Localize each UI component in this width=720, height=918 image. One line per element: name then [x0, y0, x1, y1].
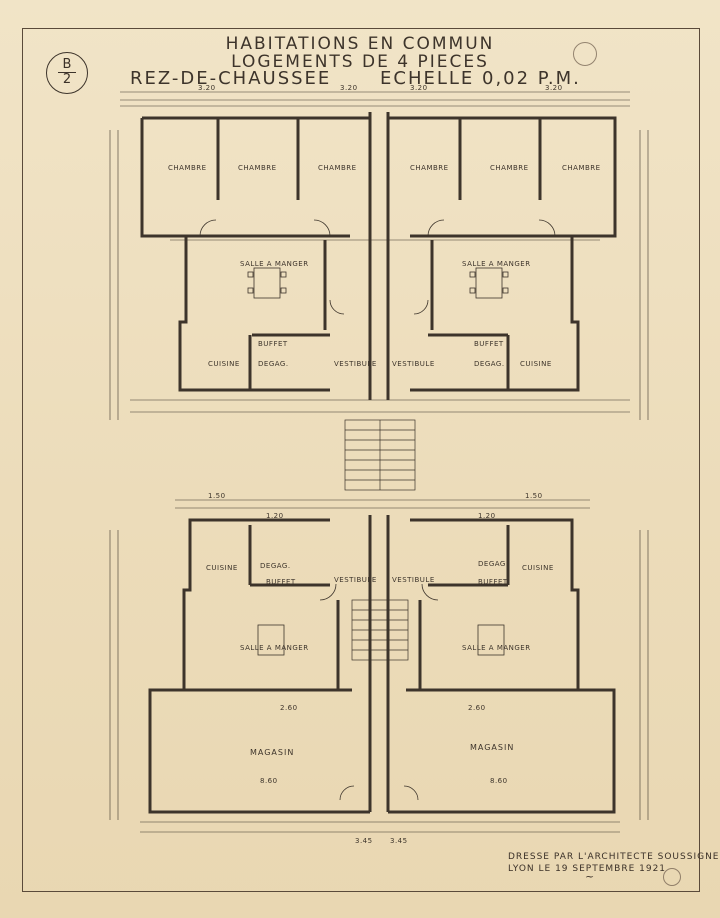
- room-label: CUISINE: [206, 564, 238, 572]
- dimension-text: 1.50: [525, 492, 543, 500]
- room-label: SALLE A MANGER: [240, 260, 309, 268]
- room-labels-upper: CHAMBRE CHAMBRE CHAMBRE CHAMBRE CHAMBRE …: [168, 164, 601, 368]
- room-label: DEGAG.: [474, 360, 505, 368]
- dimension-text: 8.60: [490, 777, 508, 785]
- room-label: MAGASIN: [470, 743, 514, 752]
- lower-stair: [351, 599, 409, 661]
- architect-signature: ~: [585, 870, 595, 883]
- door-arcs-lower: [319, 583, 439, 801]
- dimension-text: 2.60: [280, 704, 298, 712]
- dining-tables-upper: [247, 267, 509, 299]
- room-label: CHAMBRE: [168, 164, 207, 172]
- dimension-figures: 3.20 3.20 3.20 3.20 1.50 1.50 8.60 8.60 …: [198, 84, 563, 845]
- room-label: CHAMBRE: [410, 164, 449, 172]
- room-label: VESTIBULE: [334, 360, 377, 368]
- room-label: SALLE A MANGER: [462, 644, 531, 652]
- room-label: CUISINE: [208, 360, 240, 368]
- dimension-lines-lower: [109, 499, 649, 833]
- room-label: DEGAG.: [478, 560, 509, 568]
- room-label: DEGAG.: [258, 360, 289, 368]
- dimension-lines-upper: [109, 91, 649, 420]
- drawing-frame: [22, 28, 700, 892]
- title-line-1: HABITATIONS EN COMMUN: [225, 34, 495, 54]
- room-label: BUFFET: [474, 340, 504, 348]
- room-label: CHAMBRE: [562, 164, 601, 172]
- room-label: CHAMBRE: [238, 164, 277, 172]
- dining-tables-lower: [257, 624, 505, 656]
- room-label: VESTIBULE: [392, 576, 435, 584]
- floor-label: REZ-DE-CHAUSSEE: [130, 68, 332, 89]
- room-label: VESTIBULE: [392, 360, 435, 368]
- dimension-text: 3.20: [410, 84, 428, 92]
- dimension-text: 3.20: [340, 84, 358, 92]
- room-label: BUFFET: [258, 340, 288, 348]
- room-label: CHAMBRE: [318, 164, 357, 172]
- scale-label: ECHELLE 0,02 P.M.: [380, 68, 581, 89]
- architect-credit: DRESSE PAR L'ARCHITECTE SOUSSIGNE: [508, 852, 720, 862]
- room-label: SALLE A MANGER: [462, 260, 531, 268]
- room-label: BUFFET: [266, 578, 296, 586]
- walls-lower: [148, 515, 616, 814]
- room-label: MAGASIN: [250, 748, 294, 757]
- walls-upper: [140, 112, 617, 400]
- plan-linework: [109, 91, 649, 833]
- sheet-number: 2: [62, 72, 72, 87]
- sheet-letter: B: [58, 58, 76, 73]
- door-arcs-upper: [199, 219, 556, 315]
- sheet-number-badge: B 2: [46, 52, 88, 94]
- room-label: VESTIBULE: [334, 576, 377, 584]
- dimension-text: 1.20: [266, 512, 284, 520]
- room-label: BUFFET: [478, 578, 508, 586]
- dimension-text: 3.20: [198, 84, 216, 92]
- room-label: CUISINE: [520, 360, 552, 368]
- central-stair: [344, 419, 416, 491]
- dimension-text: 2.60: [468, 704, 486, 712]
- room-label: CUISINE: [522, 564, 554, 572]
- room-label: DEGAG.: [260, 562, 291, 570]
- room-labels-lower: CUISINE CUISINE DEGAG. DEGAG. BUFFET BUF…: [206, 560, 554, 757]
- dimension-text: 1.20: [478, 512, 496, 520]
- room-label: SALLE A MANGER: [240, 644, 309, 652]
- dimension-text: 8.60: [260, 777, 278, 785]
- archive-stamp-icon: [573, 42, 597, 66]
- dimension-text: 3.20: [545, 84, 563, 92]
- dimension-text: 1.50: [208, 492, 226, 500]
- title-line-2: LOGEMENTS DE 4 PIECES: [231, 52, 489, 72]
- dimension-text: 3.45: [355, 837, 373, 845]
- archive-stamp-icon-small: [663, 868, 681, 886]
- drawing-date: LYON LE 19 SEPTEMBRE 1921: [508, 864, 667, 874]
- room-label: CHAMBRE: [490, 164, 529, 172]
- dimension-text: 3.45: [390, 837, 408, 845]
